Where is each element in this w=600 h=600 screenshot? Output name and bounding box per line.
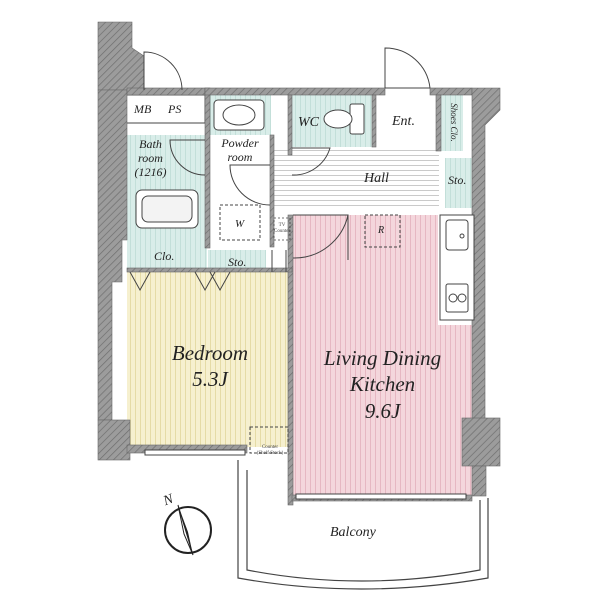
sto-floor <box>445 158 475 208</box>
closet-doors <box>129 271 231 292</box>
windows <box>144 449 467 500</box>
ldk-label: Living Dining Kitchen 9.6J <box>300 345 465 424</box>
compass-icon <box>164 504 212 556</box>
counter-shelf <box>249 426 289 454</box>
bath-line2: room <box>138 150 163 165</box>
bath-line1: Bath <box>139 137 162 151</box>
hall-label: Hall <box>364 171 389 186</box>
ldk-name-line1: Living Dining <box>323 346 442 370</box>
washer-label: W <box>235 218 245 230</box>
balcony-outline <box>237 460 489 590</box>
mb-label: MB <box>134 102 152 116</box>
hall-floor <box>272 148 439 208</box>
wc-door[interactable] <box>291 147 331 176</box>
powder-door[interactable] <box>229 164 271 206</box>
counter-line2: (Shelf Stock) <box>256 450 284 456</box>
bath-door[interactable] <box>169 139 206 176</box>
shoes-closet <box>441 95 463 151</box>
tv-counter-box <box>273 217 291 241</box>
entrance-label: Ent. <box>392 114 415 129</box>
ldk-name-line2: Kitchen <box>349 372 416 397</box>
bedroom-storage-label: Sto. <box>228 255 247 269</box>
bedroom-sliding-door[interactable] <box>271 250 287 272</box>
mb-door[interactable] <box>143 51 183 91</box>
bathroom-label: Bath room (1216) <box>128 137 173 179</box>
counter-shelf-label: Counter (Shelf Stock) <box>252 445 288 456</box>
closet-floor <box>127 243 207 271</box>
shoes-closet-label: Shoes Clo. <box>448 103 459 142</box>
tv-counter-label: TV Counter <box>274 223 291 234</box>
hall-storage-label: Sto. <box>448 173 467 187</box>
fridge-space <box>364 214 401 248</box>
bathtub <box>135 189 199 229</box>
closet-label: Clo. <box>154 249 175 263</box>
bedroom-size: 5.3J <box>192 367 228 392</box>
bed-storage-floor <box>208 250 266 272</box>
wc-label: WC <box>298 115 319 130</box>
washbasin <box>213 99 265 131</box>
entrance-door[interactable] <box>384 47 431 89</box>
washer-space <box>219 204 261 241</box>
ps-label: PS <box>168 102 182 116</box>
kitchen-counter <box>439 214 475 321</box>
powder-line2: room <box>227 149 253 164</box>
counter-line1: Counter <box>261 445 279 450</box>
bath-line3: (1216) <box>134 164 167 179</box>
bedroom-label: Bedroom 5.3J <box>150 340 270 393</box>
bedroom-floor <box>127 272 292 447</box>
balcony-label: Balcony <box>330 525 376 540</box>
ldk-size: 9.6J <box>364 398 401 423</box>
ldk-door[interactable] <box>292 214 349 260</box>
fridge-label: R <box>378 225 385 236</box>
toilet <box>323 103 365 135</box>
powder-room-label: Powder room <box>210 136 270 165</box>
bedroom-name: Bedroom <box>171 341 249 365</box>
powder-line1: Powder <box>221 136 259 150</box>
